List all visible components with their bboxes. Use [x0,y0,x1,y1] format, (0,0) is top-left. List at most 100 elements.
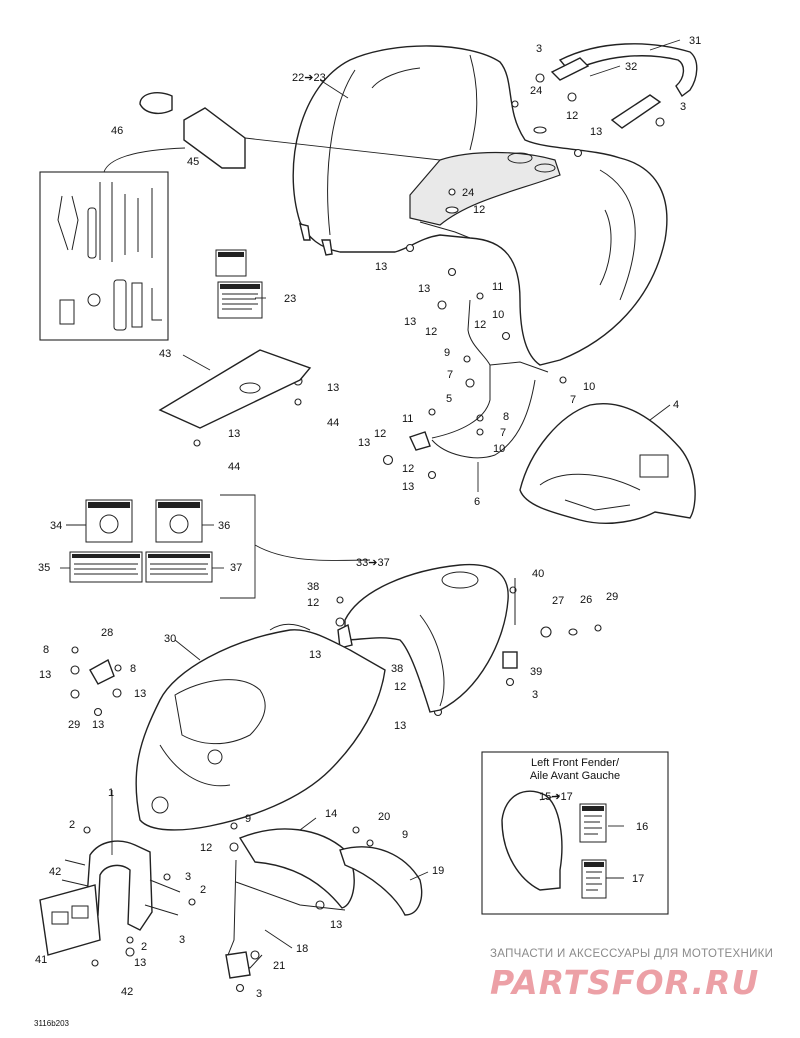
callout-13: 13 [134,957,146,969]
callout-24: 24 [530,85,542,97]
callout-42: 42 [49,866,61,878]
watermark: ЗАПЧАСТИ И АКСЕССУАРЫ ДЛЯ МОТОТЕХНИКИ PA… [490,948,773,1002]
callout-2: 2 [69,819,75,831]
callout-13: 13 [358,437,370,449]
callout-3: 3 [532,689,538,701]
callout-35: 35 [38,562,50,574]
callout-2: 2 [141,941,147,953]
callout-9: 9 [245,813,251,825]
callout-43: 43 [159,348,171,360]
callout-9: 9 [444,347,450,359]
callout-16: 16 [636,821,648,833]
tool-kit-box [39,147,186,341]
front-nose-body-30 [89,623,386,831]
callout-13: 13 [394,720,406,732]
callout-15-17: 15➔17 [539,791,573,803]
callout-7: 7 [570,394,576,406]
callout-5: 5 [446,393,452,405]
callout-12: 12 [473,204,485,216]
decal-23 [215,249,263,319]
callout-11: 11 [492,281,503,293]
drawing-reference: 3116b203 [34,1019,70,1028]
callout-42: 42 [121,986,133,998]
inset-title-line2: Aile Avant Gauche [530,770,620,782]
callout-4: 4 [673,399,679,411]
callout-31: 31 [689,35,701,47]
callout-22-23: 22➔23 [292,72,326,84]
callout-13: 13 [39,669,51,681]
callout-13: 13 [418,283,430,295]
callout-13: 13 [92,719,104,731]
callout-13: 13 [327,382,339,394]
callout-12: 12 [474,319,486,331]
callout-3: 3 [179,934,185,946]
callout-28: 28 [101,627,113,639]
callout-12: 12 [307,597,319,609]
callout-17: 17 [632,873,644,885]
callout-10: 10 [583,381,595,393]
callout-37: 37 [230,562,242,574]
callout-3: 3 [680,101,686,113]
callout-30: 30 [164,633,176,645]
callout-13: 13 [404,316,416,328]
callout-44: 44 [327,417,339,429]
callout-12: 12 [394,681,406,693]
callout-8: 8 [503,411,509,423]
callout-10: 10 [493,443,505,455]
leader-bag-fender [244,137,441,161]
callout-21: 21 [273,960,285,972]
callout-27: 27 [552,595,564,607]
callout-18: 18 [296,943,308,955]
callout-leaders [60,39,681,949]
left-front-fender-inset: Left Front Fender/ Aile Avant Gauche [481,751,669,915]
callout-2: 2 [200,884,206,896]
callout-29: 29 [68,719,80,731]
front-bumper-1 [39,840,181,956]
callout-1: 1 [108,787,114,799]
mud-guard-43 [158,349,312,429]
callout-3: 3 [256,988,262,1000]
decal-box [69,494,371,599]
callout-7: 7 [447,369,453,381]
callout-3: 3 [536,43,542,55]
callout-24: 24 [462,187,474,199]
front-fender-left-bracket [225,828,423,979]
callout-8: 8 [130,663,136,675]
callout-29: 29 [606,591,618,603]
callout-46: 46 [111,125,123,137]
callout-36: 36 [218,520,230,532]
callout-13: 13 [402,481,414,493]
callout-13: 13 [134,688,146,700]
callout-26: 26 [580,594,592,606]
callout-8: 8 [43,644,49,656]
callout-33-37: 33➔37 [356,557,390,569]
callout-12: 12 [402,463,414,475]
rear-fender [292,45,668,366]
callout-12: 12 [374,428,386,440]
callout-7: 7 [500,427,506,439]
callout-9: 9 [402,829,408,841]
callout-13: 13 [228,428,240,440]
rear-grab-bar [550,43,698,129]
callout-34: 34 [50,520,62,532]
watermark-tagline: ЗАПЧАСТИ И АКСЕССУАРЫ ДЛЯ МОТОТЕХНИКИ [490,948,773,960]
callout-12: 12 [425,326,437,338]
callout-13: 13 [590,126,602,138]
watermark-brand: PARTSFOR.RU [490,963,759,1002]
wiring-harness [409,299,549,459]
callout-44: 44 [228,461,240,473]
tool-bag [139,92,246,169]
callout-45: 45 [187,156,199,168]
callout-labels: 22➔23 31 3 32 3 24 12 13 46 45 24 12 13 … [35,35,701,1000]
callout-14: 14 [325,808,337,820]
callout-10: 10 [492,309,504,321]
callout-11: 11 [402,413,413,425]
callout-39: 39 [530,666,542,678]
callout-12: 12 [200,842,212,854]
callout-19: 19 [432,865,444,877]
callout-6: 6 [474,496,480,508]
front-fender-right [337,563,518,713]
callout-13: 13 [309,649,321,661]
callout-23: 23 [284,293,296,305]
